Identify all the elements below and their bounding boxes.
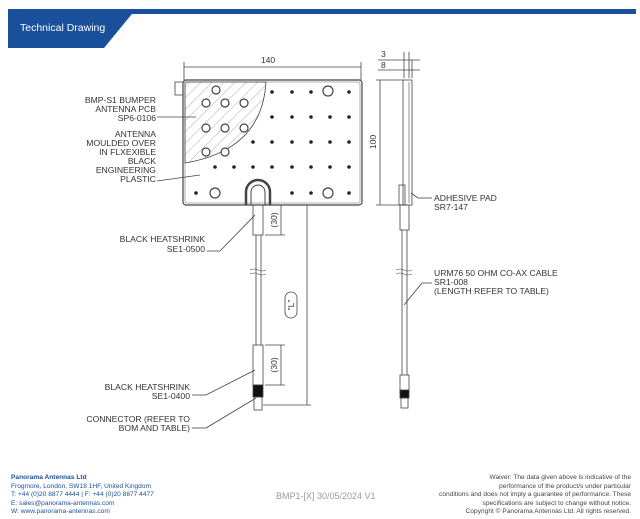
pcb-hole bbox=[220, 123, 230, 133]
hole bbox=[251, 165, 255, 169]
email-link[interactable]: E: sales@panorama-antennas.com bbox=[11, 499, 115, 507]
hole bbox=[309, 90, 313, 94]
hole bbox=[347, 90, 351, 94]
hole bbox=[347, 165, 351, 169]
hole bbox=[290, 140, 294, 144]
label-connector: CONNECTOR (REFER TO bbox=[86, 414, 190, 424]
hole bbox=[290, 115, 294, 119]
hole bbox=[290, 90, 294, 94]
header-bar bbox=[8, 9, 636, 14]
hole bbox=[309, 140, 313, 144]
label-moulding: BLACK bbox=[128, 156, 156, 166]
label-adhesive: SR7-147 bbox=[434, 202, 468, 212]
dim-heatshrink-bottom: (30) bbox=[269, 357, 279, 372]
pcb-hole bbox=[201, 147, 211, 157]
page-title: Technical Drawing bbox=[20, 22, 106, 34]
hole bbox=[270, 115, 274, 119]
web-link[interactable]: W: www.panorama-antennas.com bbox=[11, 508, 110, 516]
label-moulding: ENGINEERING bbox=[96, 165, 156, 175]
large-hole bbox=[209, 187, 221, 199]
dim-length: "L" bbox=[286, 300, 296, 311]
hole bbox=[270, 165, 274, 169]
mounting-holes bbox=[194, 85, 351, 199]
waiver: Waiver: The data given above is indicati… bbox=[421, 474, 631, 517]
hole bbox=[270, 90, 274, 94]
label-moulding: ANTENNA bbox=[115, 129, 156, 139]
waiver-line: conditions and does not imply a guarante… bbox=[439, 491, 631, 499]
doc-ref: BMP1-[X] 30/05/2024 V1 bbox=[276, 491, 376, 501]
hole bbox=[328, 165, 332, 169]
label-pcb: ANTENNA PCB bbox=[95, 104, 156, 114]
hole bbox=[232, 165, 236, 169]
label-pcb: SP6-0106 bbox=[118, 113, 156, 123]
label-heatshrink-top: SE1-0500 bbox=[167, 244, 205, 254]
hole bbox=[213, 165, 217, 169]
pcb-hole bbox=[201, 98, 211, 108]
hole bbox=[347, 191, 351, 195]
label-heatshrink-bottom: BLACK HEATSHRINK bbox=[105, 382, 191, 392]
hole bbox=[290, 191, 294, 195]
pcb-hole bbox=[201, 123, 211, 133]
dim-side-8: 8 bbox=[381, 60, 386, 70]
hole bbox=[347, 140, 351, 144]
label-moulding: MOULDED OVER bbox=[86, 138, 156, 148]
label-cable: URM76 50 OHM CO-AX CABLE bbox=[434, 268, 558, 278]
label-heatshrink-bottom: SE1-0400 bbox=[152, 391, 190, 401]
pcb-hole bbox=[239, 98, 249, 108]
hole bbox=[328, 115, 332, 119]
hole bbox=[251, 140, 255, 144]
label-adhesive: ADHESIVE PAD bbox=[434, 193, 497, 203]
company-name: Panorama Antennas Ltd bbox=[11, 474, 87, 481]
pcb-hole bbox=[211, 85, 221, 95]
dim-heatshrink-top: (30) bbox=[269, 212, 279, 227]
waiver-line: performance of the product/s under parti… bbox=[499, 482, 631, 490]
label-pcb: BMP-S1 BUMPER bbox=[85, 95, 156, 105]
label-cable: (LENGTH REFER TO TABLE) bbox=[434, 286, 549, 296]
side-view bbox=[402, 79, 413, 206]
phone: T: +44 (0)20 8877 4444 | F: +44 (0)20 88… bbox=[11, 491, 154, 499]
hole bbox=[309, 115, 313, 119]
address: Frogmore, London, SW18 1HF, United Kingd… bbox=[11, 482, 152, 490]
pcb-hole bbox=[239, 123, 249, 133]
pcb-hole bbox=[220, 147, 230, 157]
label-moulding: IN FLXEXIBLE bbox=[99, 147, 156, 157]
waiver-line: Waiver: The data given above is indicati… bbox=[489, 474, 631, 481]
dim-height: 100 bbox=[368, 135, 378, 150]
hole bbox=[270, 140, 274, 144]
waiver-line: Copyright © Panorama Antennas Ltd. All r… bbox=[465, 508, 631, 516]
hole bbox=[194, 191, 198, 195]
hole bbox=[290, 165, 294, 169]
label-cable: SR1-008 bbox=[434, 277, 468, 287]
label-moulding: PLASTIC bbox=[120, 174, 156, 184]
large-hole bbox=[322, 187, 334, 199]
hole bbox=[309, 191, 313, 195]
label-heatshrink-top: BLACK HEATSHRINK bbox=[120, 234, 206, 244]
dim-side-3: 3 bbox=[381, 49, 386, 59]
company-info: Panorama Antennas Ltd Frogmore, London, … bbox=[11, 474, 154, 517]
waiver-line: specifications are subject to change wit… bbox=[482, 499, 631, 507]
label-connector: BOM AND TABLE) bbox=[119, 423, 190, 433]
hole bbox=[309, 165, 313, 169]
pcb-hole bbox=[220, 98, 230, 108]
hole bbox=[347, 115, 351, 119]
large-hole bbox=[322, 85, 334, 97]
hole bbox=[328, 140, 332, 144]
dim-width: 140 bbox=[261, 55, 276, 65]
